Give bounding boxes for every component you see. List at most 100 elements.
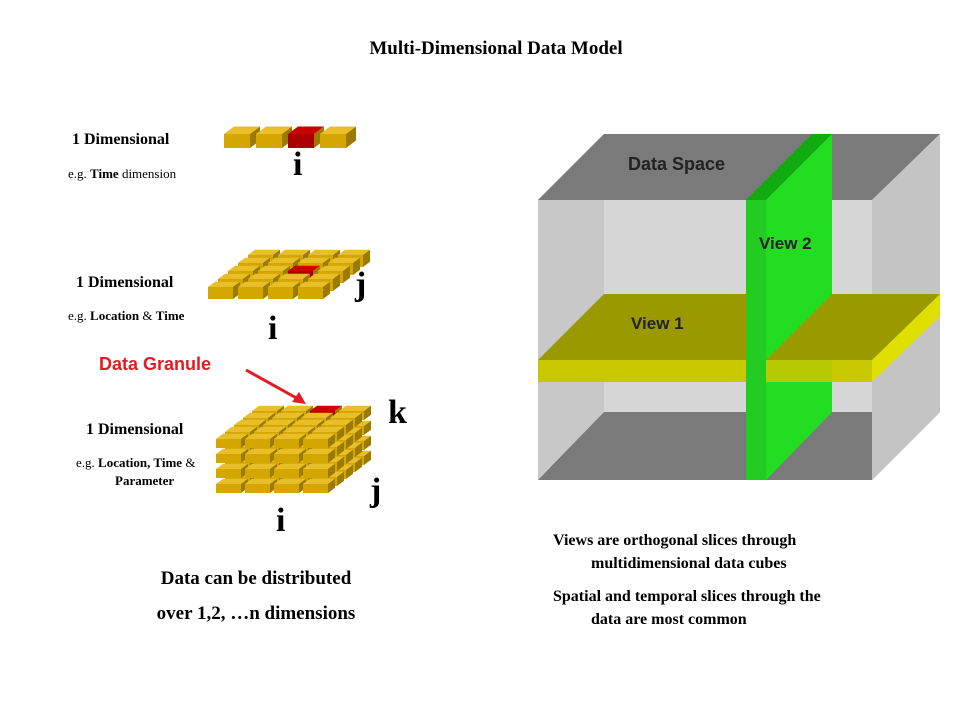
- view1-label: View 1: [631, 314, 684, 333]
- example-bold: Location, Time: [98, 455, 183, 470]
- cube-cell-side: [299, 433, 306, 448]
- cube-cell: [303, 478, 335, 493]
- grid-cell-top: [208, 281, 240, 287]
- axis-label-j-3: j: [370, 472, 382, 509]
- axis-label-i-2: i: [268, 310, 278, 347]
- grid-cell-side: [343, 265, 350, 283]
- cube-cell-top: [274, 463, 306, 469]
- cube-cell-side: [328, 463, 335, 478]
- cube-cell-side: [328, 478, 335, 493]
- grid-cell: [268, 281, 300, 299]
- data-cell-front: [224, 134, 250, 148]
- cube-cell-side: [355, 457, 362, 472]
- cube-cell-side: [355, 427, 362, 442]
- cube-cell-top: [245, 463, 277, 469]
- example-prefix: e.g.: [68, 166, 91, 181]
- grid-cell: [238, 281, 270, 299]
- cube-cell-side: [346, 419, 353, 434]
- example-label-3: e.g. Location, Time &: [76, 455, 195, 471]
- view1-front-right: [766, 360, 872, 382]
- cube-bottom-face: [538, 412, 940, 480]
- cube-cell-top: [216, 433, 248, 439]
- cube-cell-front: [216, 469, 241, 478]
- cube-cell-top: [234, 419, 266, 425]
- example-line2: Parameter: [115, 473, 175, 488]
- cube-cell-side: [299, 463, 306, 478]
- cube-cell-top: [274, 448, 306, 454]
- footer-line-2: over 1,2, …n dimensions: [156, 603, 356, 624]
- example-prefix: e.g.: [76, 455, 99, 470]
- cube-cell-front: [274, 439, 299, 448]
- cube-cell-side: [346, 449, 353, 464]
- cube-cell: [245, 463, 277, 478]
- data-cell-side: [282, 126, 292, 148]
- page-title: Multi-Dimensional Data Model: [369, 38, 623, 59]
- data-cell-side: [314, 126, 324, 148]
- cube-cell-front: [245, 439, 270, 448]
- cube-cell-top: [330, 412, 362, 418]
- example-bold: Time: [90, 166, 119, 181]
- data-space-label: Data Space: [628, 154, 726, 174]
- granule-arrow: [245, 368, 301, 402]
- cube-cell-side: [346, 464, 353, 479]
- cube-cell-side: [355, 412, 362, 427]
- dim-label-1: 1 Dimensional: [72, 131, 170, 148]
- cube-cell-side: [299, 448, 306, 463]
- data-space-cube: [538, 134, 940, 480]
- data-cell-top: [320, 126, 356, 134]
- data-cell-top: [224, 126, 260, 134]
- cube-cell-top: [252, 405, 284, 411]
- view2-front: [746, 200, 766, 480]
- cube-cell-top: [245, 433, 277, 439]
- grid-cell-top: [248, 273, 280, 279]
- cube-cell-front: [274, 469, 299, 478]
- grid-cell-front: [208, 287, 233, 299]
- grid-cell-side: [333, 273, 340, 291]
- cube-cell-side: [270, 448, 277, 463]
- cube-cell-top: [216, 448, 248, 454]
- cube-cell-front: [216, 454, 241, 463]
- cube-cell-front: [245, 454, 270, 463]
- example-label-2: e.g. Location & Time: [68, 308, 184, 324]
- data-cell: [288, 126, 324, 148]
- cube-cell-side: [241, 478, 248, 493]
- footer-line-1: Data can be distributed: [160, 568, 352, 589]
- grid-cell-top: [298, 257, 330, 263]
- grid-cell-top: [218, 273, 250, 279]
- cube-cell-top: [263, 419, 295, 425]
- cube-cell: [274, 478, 306, 493]
- example-prefix: e.g.: [68, 308, 91, 323]
- bullet-2-line-1: Spatial and temporal slices through the: [553, 588, 821, 605]
- view1-top-right: [766, 294, 940, 360]
- data-cell: [320, 126, 356, 148]
- cube-cell-front: [216, 484, 241, 493]
- grid-cell-side: [353, 257, 360, 275]
- two-dim-grid: [208, 249, 370, 299]
- cube-cell-top: [254, 426, 286, 432]
- cube-cell-top: [274, 433, 306, 439]
- cube-cell: [216, 448, 248, 463]
- example-label-3b: Parameter: [115, 473, 174, 489]
- cube-cell: [274, 448, 306, 463]
- cube-cell-top: [321, 419, 353, 425]
- bullet-2-line-2: data are most common: [591, 611, 747, 628]
- grid-cell-top: [288, 265, 320, 271]
- bullet-1-line-2: multidimensional data cubes: [591, 555, 787, 572]
- cube-cell-top: [272, 412, 304, 418]
- cube-top-face: [538, 134, 940, 200]
- cube-cell-side: [241, 448, 248, 463]
- cube-cell-side: [337, 456, 344, 471]
- cube-cell: [274, 463, 306, 478]
- grid-cell-top: [328, 257, 360, 263]
- grid-cell-side: [323, 281, 330, 299]
- data-cell-top: [288, 126, 324, 134]
- view2-side: [746, 134, 832, 200]
- grid-cell-top: [278, 273, 310, 279]
- cube-cell-side: [270, 433, 277, 448]
- cube-cell-top: [292, 419, 324, 425]
- granule-arrow-head: [292, 392, 306, 404]
- data-cell-side: [346, 126, 356, 148]
- view1-side: [872, 294, 940, 382]
- data-cell-front: [256, 134, 282, 148]
- grid-cell-front: [238, 287, 263, 299]
